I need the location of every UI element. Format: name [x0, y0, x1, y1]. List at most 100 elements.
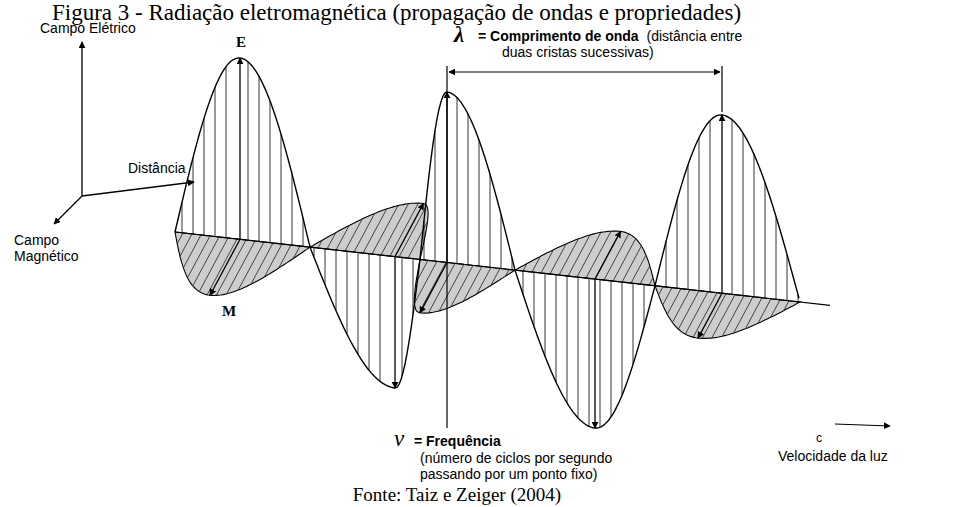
magnetic-hatch — [327, 233, 336, 249]
electric-hatch — [281, 134, 282, 244]
axis-arrow — [81, 42, 82, 196]
electric-hatch — [325, 249, 326, 285]
electric-hatch — [743, 133, 744, 296]
magnetic-hatch — [207, 239, 237, 295]
electric-hatch — [435, 131, 436, 262]
magnetic-hatch — [702, 294, 726, 339]
magnetic-hatch — [758, 299, 771, 324]
magnetic-lobe — [310, 203, 428, 259]
electric-hatch — [600, 280, 601, 428]
property-name: = Comprimento de onda — [478, 28, 639, 44]
magnetic-hatch — [318, 240, 322, 248]
magnetic-hatch — [550, 244, 566, 274]
axis-label: Campo Magnético — [14, 232, 92, 264]
electric-hatch — [765, 183, 766, 299]
magnetic-hatch — [463, 266, 482, 301]
magnetic-hatch — [216, 240, 246, 295]
greek-symbol: ν — [394, 426, 404, 452]
magnetic-hatch — [712, 295, 735, 338]
electric-hatch — [776, 217, 777, 300]
magnetic-hatch — [604, 234, 629, 280]
magnetic-hatch — [345, 219, 362, 251]
electric-hatch — [633, 283, 634, 364]
electric-hatch — [182, 202, 183, 233]
electric-hatch — [545, 273, 546, 356]
electric-hatch — [567, 276, 568, 403]
electric-hatch — [292, 174, 293, 245]
electric-hatch — [457, 98, 458, 264]
magnetic-hatch — [541, 250, 554, 273]
magnetic-vector — [395, 203, 424, 256]
electric-hatch — [358, 253, 359, 355]
magnetic-hatch — [649, 278, 653, 286]
magnetic-vector — [595, 231, 621, 279]
figure-caption: Fonte: Taiz e Zeiger (2004) — [353, 484, 561, 506]
magnetic-hatch — [188, 236, 211, 278]
electric-hatch — [270, 101, 271, 243]
magnetic-hatch — [523, 264, 527, 272]
magnetic-hatch — [491, 268, 500, 285]
field-symbol: M — [220, 303, 238, 320]
electric-hatch — [578, 277, 579, 418]
magnetic-hatch — [251, 243, 273, 284]
axis-arrow — [82, 182, 194, 196]
magnetic-vector — [210, 239, 240, 295]
wavelength-note: = Comprimento de onda (distância entre d… — [478, 28, 750, 60]
figure-title: Figura 3 - Radiação eletromagnética (pro… — [52, 0, 741, 26]
magnetic-hatch — [640, 266, 650, 284]
electric-vector — [594, 279, 595, 428]
electric-hatch — [732, 120, 733, 295]
magnetic-hatch — [659, 287, 664, 295]
magnetic-hatch — [559, 239, 578, 275]
wavelength-bracket — [447, 66, 722, 428]
property-name: = Frequência — [414, 433, 501, 449]
magnetic-hatch — [784, 301, 789, 311]
electric-hatch — [380, 255, 381, 381]
electric-hatch — [644, 285, 645, 327]
magnetic-hatch — [672, 290, 690, 323]
electric-hatch — [479, 140, 480, 266]
magnetic-hatch — [505, 269, 509, 276]
electric-vector — [394, 257, 395, 388]
electric-hatch — [699, 138, 700, 291]
electric-vector — [721, 115, 722, 293]
magnetic-hatch — [532, 256, 540, 272]
electric-hatch — [490, 174, 491, 267]
magnetic-vector — [420, 263, 447, 313]
electric-vector — [239, 58, 240, 239]
electric-hatch — [347, 251, 348, 334]
magnetic-hatch — [622, 246, 641, 282]
electric-hatch — [413, 259, 414, 315]
magnetic-hatch — [577, 232, 601, 277]
electric-hatch — [501, 214, 502, 268]
magnetic-hatch — [477, 267, 491, 294]
magnetic-hatch — [734, 297, 754, 333]
magnetic-hatch — [693, 293, 717, 338]
field-symbol: E — [234, 34, 248, 51]
property-note: (número de ciclos por segundo passando p… — [420, 450, 630, 482]
magnetic-hatch — [663, 288, 672, 305]
electric-hatch — [468, 114, 469, 265]
coordinate-axes — [54, 42, 194, 224]
electric-hatch — [369, 254, 370, 371]
electric-hatch — [710, 121, 711, 292]
magnetic-hatch — [199, 238, 228, 292]
electric-hatch — [402, 257, 403, 376]
electric-hatch — [677, 200, 678, 288]
magnetic-hatch — [595, 231, 621, 279]
axis-label: Campo Elétrico — [40, 20, 136, 36]
fixed-point-line — [446, 66, 447, 428]
electric-hatch — [611, 281, 612, 417]
electric-hatch — [259, 76, 260, 241]
magnetic-hatch — [745, 298, 762, 329]
magnetic-hatch — [685, 292, 708, 334]
axis-label: Distância — [126, 160, 188, 176]
magnetic-hatch — [631, 255, 646, 283]
greek-symbol: λ — [454, 22, 464, 48]
electric-hatch — [589, 278, 590, 426]
magnetic-hatch — [177, 233, 183, 244]
magnetic-hatch — [238, 242, 264, 290]
electric-hatch — [666, 242, 667, 288]
magnetic-hatch — [293, 246, 300, 259]
